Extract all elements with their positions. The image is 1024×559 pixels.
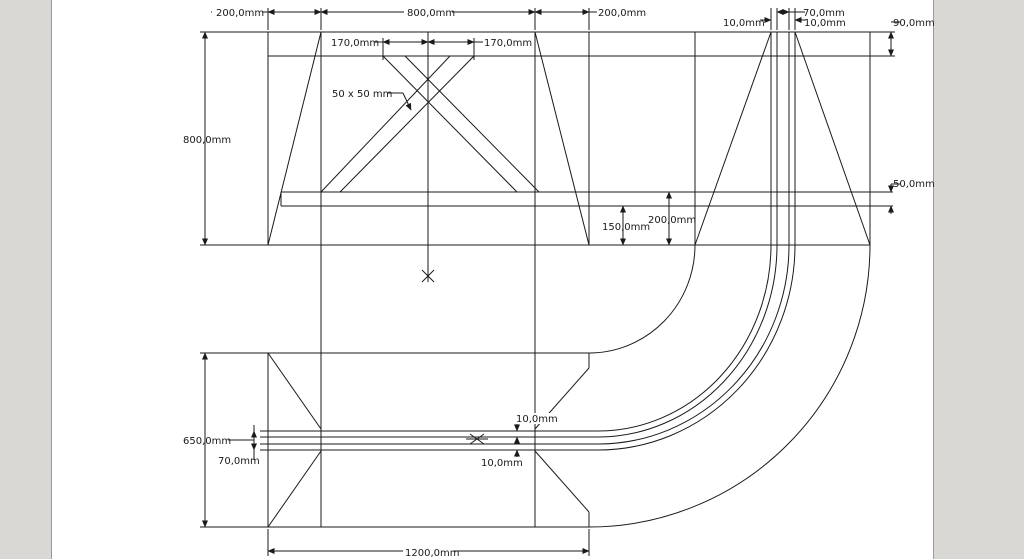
dim-650: 650,0mm	[183, 436, 231, 447]
top-frame	[267, 31, 893, 527]
dim-70-top: 70,0mm	[803, 8, 845, 19]
drawing-sheet	[51, 0, 934, 559]
dim-10-c: 10,0mm	[516, 414, 558, 425]
dim-beam-size: 50 x 50 mm	[332, 89, 392, 100]
dim-70-left: 70,0mm	[218, 456, 260, 467]
dim-200-mid: 200,0mm	[648, 215, 696, 226]
x-brace	[320, 55, 540, 193]
dim-800-top: 800,0mm	[407, 8, 455, 19]
dim-200-right: 200,0mm	[598, 8, 646, 19]
dim-800-left: 800,0mm	[183, 135, 231, 146]
dim-50: 50,0mm	[893, 179, 935, 190]
dim-150: 150,0mm	[602, 222, 650, 233]
lower-frame	[260, 352, 598, 528]
dim-10-d: 10,0mm	[481, 458, 523, 469]
dim-90: 90,0mm	[893, 18, 935, 29]
dim-10-a: 10,0mm	[723, 18, 765, 29]
curved-elbow	[588, 244, 871, 528]
dim-170-left: 170,0mm	[331, 38, 379, 49]
dim-170-right: 170,0mm	[484, 38, 532, 49]
dim-10-b: 10,0mm	[804, 18, 846, 29]
section-marks	[421, 262, 488, 445]
dim-200-left: 200,0mm	[216, 8, 264, 19]
dim-1200: 1200,0mm	[405, 548, 459, 559]
dimension-labels: 200,0mm 800,0mm 200,0mm 10,0mm 70,0mm 10…	[183, 4, 935, 559]
